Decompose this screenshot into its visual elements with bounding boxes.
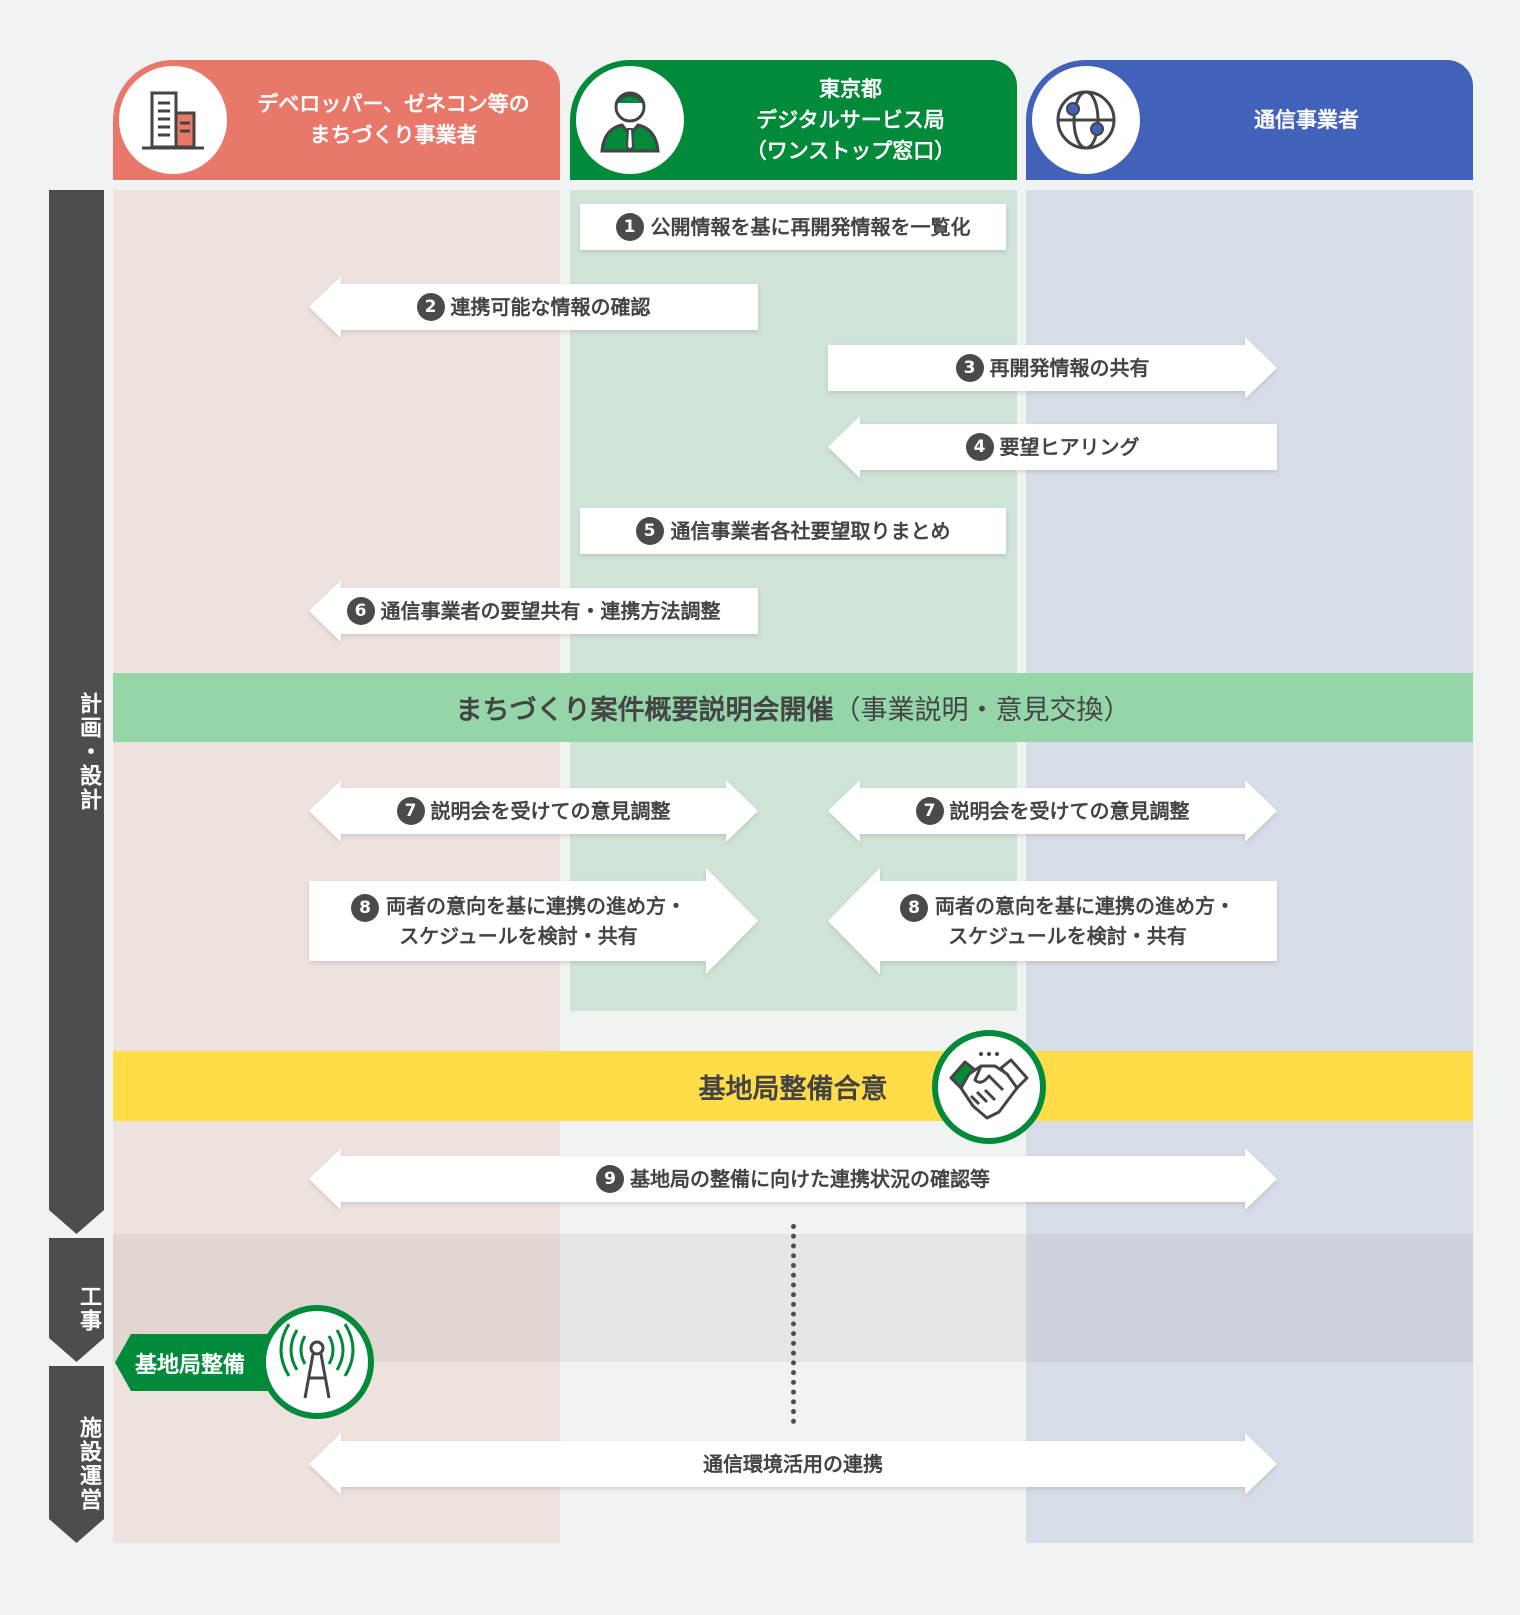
header-carrier-label: 通信事業者 — [1254, 107, 1359, 132]
step-1-box: 1 公開情報を基に再開発情報を一覧化 — [580, 204, 1006, 250]
step-1-text: 公開情報を基に再開発情報を一覧化 — [650, 215, 971, 239]
globe-network-icon — [1032, 66, 1140, 174]
step-number-badge: 1 — [615, 213, 644, 241]
meeting-band-sub: （事業説明・意見交換） — [833, 695, 1131, 726]
step-7-text: 説明会を受けての意見調整 — [430, 799, 671, 823]
step-8-arrow-carrier: 8 両者の意向を基に連携の進め方・スケジュールを検討・共有 — [828, 868, 1277, 974]
header-tokyo-line3: （ワンストップ窓口） — [745, 138, 956, 163]
operation-arrow-text: 通信環境活用の連携 — [703, 1452, 883, 1476]
step-3-text: 再開発情報の共有 — [989, 356, 1150, 380]
step-number-badge: 5 — [635, 517, 664, 545]
header-tokyo-line2: デジタルサービス局 — [756, 107, 945, 132]
meeting-band: まちづくり案件概要説明会開催（事業説明・意見交換） — [113, 673, 1473, 742]
step-6-text: 通信事業者の要望共有・連携方法調整 — [380, 599, 721, 623]
step-8-text-line1: 両者の意向を基に連携の進め方・ — [385, 894, 686, 918]
phase-operation-label: 施設運営 — [76, 1415, 101, 1512]
header-developer: デベロッパー、ゼネコン等の まちづくり事業者 — [113, 60, 560, 180]
header-tokyo-label: 東京都 デジタルサービス局 （ワンストップ窓口） — [684, 74, 1017, 167]
step-4-text: 要望ヒアリング — [999, 435, 1140, 459]
phase-operation: 施設運営 — [49, 1366, 104, 1543]
phase-planning: 計画・設計 — [49, 190, 104, 1234]
phase-construction: 工事 — [49, 1238, 104, 1362]
meeting-band-main: まちづくり案件概要説明会開催 — [455, 695, 834, 726]
carrier-lane — [1026, 190, 1473, 1543]
step-number-badge: 7 — [915, 797, 944, 825]
person-icon — [576, 66, 684, 174]
step-number-badge: 7 — [396, 797, 425, 825]
agreement-band: 基地局整備合意 — [113, 1051, 1473, 1121]
step-5-text: 通信事業者各社要望取りまとめ — [670, 519, 951, 543]
header-carrier: 通信事業者 — [1026, 60, 1473, 180]
base-station-tag-label: 基地局整備 — [135, 1352, 246, 1378]
step-5-box: 5 通信事業者各社要望取りまとめ — [580, 508, 1006, 554]
step-8-arrow-developer: 8 両者の意向を基に連携の進め方・スケジュールを検討・共有 — [309, 868, 758, 974]
step-7-text: 説明会を受けての意見調整 — [949, 799, 1190, 823]
header-tokyo: 東京都 デジタルサービス局 （ワンストップ窓口） — [570, 60, 1017, 180]
building-icon — [119, 66, 227, 174]
agreement-band-label: 基地局整備合意 — [698, 1073, 888, 1105]
dotted-timeline — [791, 1224, 796, 1424]
phase-planning-label: 計画・設計 — [76, 692, 101, 812]
step-number-badge: 8 — [351, 894, 380, 922]
step-number-badge: 8 — [900, 894, 929, 922]
operation-arrow-both: 通信環境活用の連携 — [309, 1433, 1277, 1495]
step-9-text: 基地局の整備に向けた連携状況の確認等 — [630, 1167, 990, 1191]
step-number-badge: 3 — [955, 354, 984, 382]
header-developer-label: デベロッパー、ゼネコン等の まちづくり事業者 — [257, 92, 530, 147]
step-number-badge: 4 — [965, 433, 994, 461]
step-8-text-line2: スケジュールを検討・共有 — [948, 924, 1187, 948]
step-8-text-line2: スケジュールを検討・共有 — [399, 924, 638, 948]
step-number-badge: 2 — [416, 293, 445, 321]
header-tokyo-line1: 東京都 — [819, 76, 882, 101]
step-2-text: 連携可能な情報の確認 — [450, 295, 651, 319]
step-number-badge: 9 — [596, 1165, 624, 1193]
phase-construction-label: 工事 — [76, 1285, 101, 1333]
antenna-tower-icon — [260, 1305, 374, 1419]
step-number-badge: 6 — [346, 597, 375, 625]
handshake-icon — [932, 1030, 1046, 1144]
step-8-text-line1: 両者の意向を基に連携の進め方・ — [934, 894, 1235, 918]
